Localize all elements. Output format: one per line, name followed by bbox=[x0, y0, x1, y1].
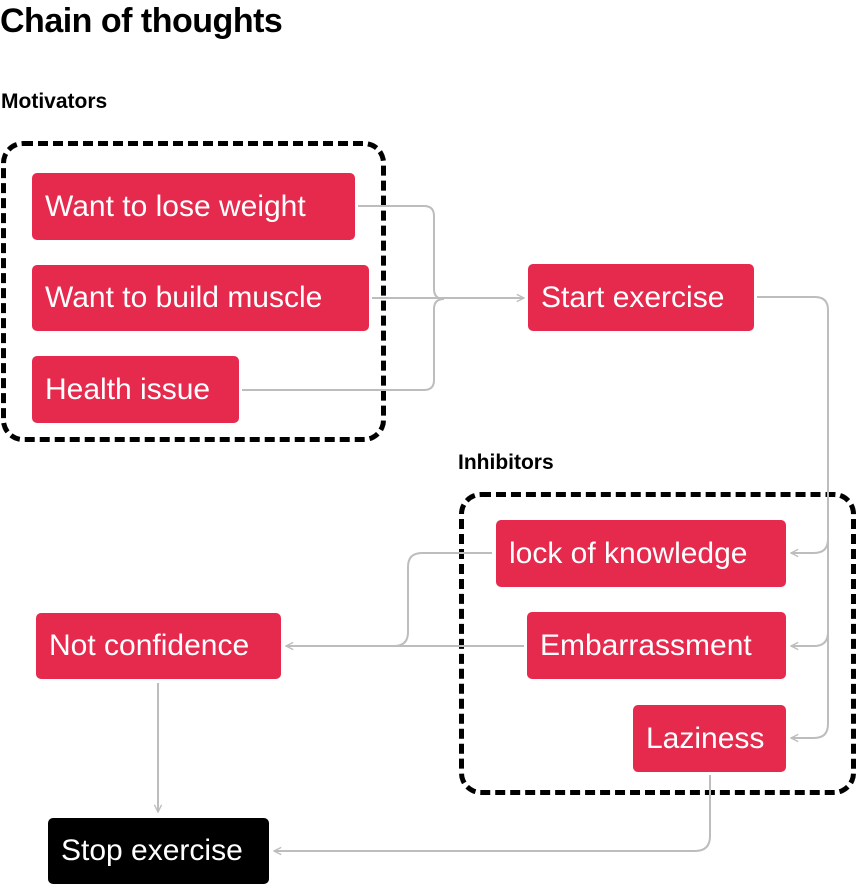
connector-start-to-lack-knowledge bbox=[757, 296, 829, 553]
connector-lack-knowledge bbox=[393, 552, 492, 647]
diagram-title: Chain of thoughts bbox=[0, 2, 283, 40]
motivators-label: Motivators bbox=[1, 90, 108, 113]
node-want-to-build-muscle: Want to build muscle bbox=[32, 265, 369, 331]
connector-start-to-embarrassment bbox=[791, 539, 829, 646]
connector-health-issue bbox=[242, 298, 445, 391]
node-not-confidence: Not confidence bbox=[36, 613, 281, 679]
node-lack-of-knowledge: lock of knowledge bbox=[496, 520, 786, 587]
node-embarrassment: Embarrassment bbox=[527, 612, 786, 679]
inhibitors-group bbox=[459, 492, 856, 795]
inhibitors-label: Inhibitors bbox=[458, 451, 554, 474]
node-want-to-lose-weight: Want to lose weight bbox=[32, 173, 355, 240]
node-health-issue: Health issue bbox=[32, 356, 239, 423]
connector-lose-weight bbox=[358, 205, 445, 300]
node-stop-exercise: Stop exercise bbox=[48, 818, 269, 884]
node-laziness: Laziness bbox=[633, 705, 786, 772]
connector-laziness-to-stop bbox=[274, 775, 711, 851]
motivators-group bbox=[1, 141, 386, 442]
connector-start-to-laziness bbox=[791, 632, 829, 738]
node-start-exercise: Start exercise bbox=[528, 264, 754, 331]
